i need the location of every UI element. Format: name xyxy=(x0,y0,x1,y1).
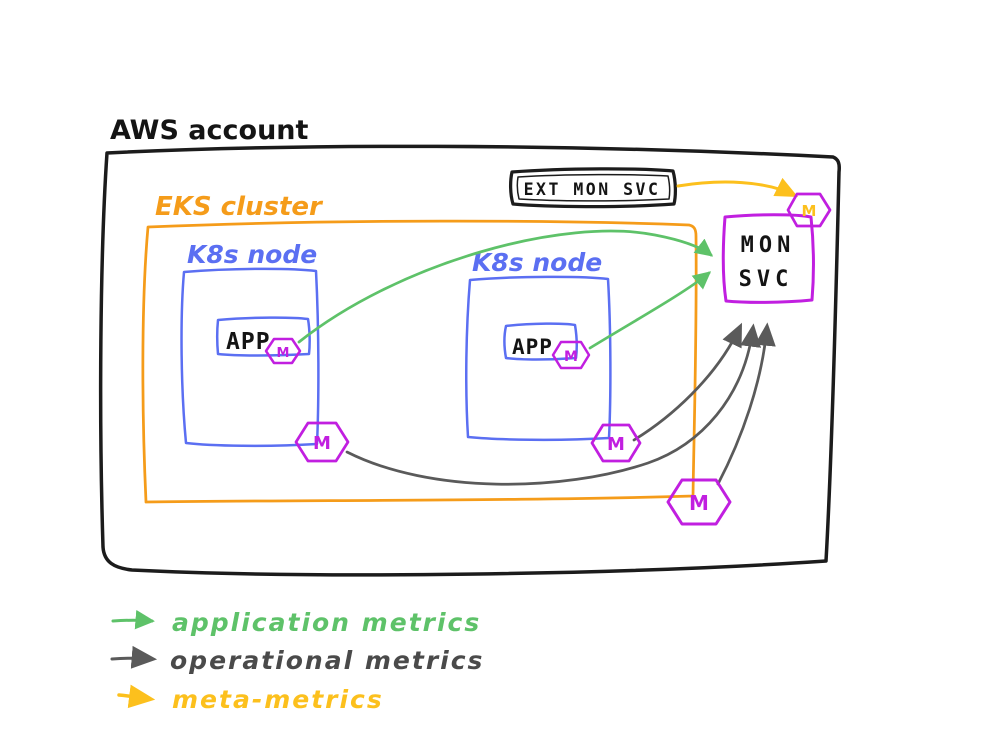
hexagon-icon xyxy=(786,192,832,228)
operational-metrics-arrow-node2 xyxy=(632,322,742,442)
ext-mon-svc-label: EXT MON SVC xyxy=(524,180,661,199)
app-2-label: APP xyxy=(512,335,553,359)
mon-svc-label-line2: SVC xyxy=(739,267,794,292)
legend-operational-metrics-label: operational metrics xyxy=(170,646,484,675)
operational-metrics-arrow-icon xyxy=(110,645,158,669)
app-1-box xyxy=(216,316,311,357)
m-badge-mon-svc: M xyxy=(786,192,832,228)
meta-metrics-arrow xyxy=(676,177,799,198)
m-badge-node-2: M xyxy=(590,423,642,463)
operational-metrics-arrow-node1 xyxy=(345,323,762,486)
hexagon-icon xyxy=(264,337,302,365)
m-badge-node-1: M xyxy=(294,421,350,463)
legend-meta-metrics-label: meta-metrics xyxy=(172,685,384,714)
application-metrics-arrow-icon xyxy=(111,609,155,630)
k8s-node-2-box xyxy=(465,275,612,442)
m-badge-label: M xyxy=(564,349,578,365)
legend: application metrics operational metrics … xyxy=(110,608,484,714)
hexagon-icon xyxy=(590,423,642,463)
application-metrics-arrow-2 xyxy=(588,271,712,350)
meta-metrics-arrow-icon xyxy=(117,684,156,709)
m-badge-label: M xyxy=(689,491,709,515)
app-2-box xyxy=(503,322,578,361)
app-1-label: APP xyxy=(226,329,271,355)
m-badge-label: M xyxy=(607,434,625,455)
legend-item-operational-metrics: operational metrics xyxy=(110,645,484,675)
aws-account-label: AWS account xyxy=(110,115,309,146)
operational-metrics-arrow-eks xyxy=(716,322,776,486)
k8s-node-1-label: K8s node xyxy=(187,240,317,269)
ext-mon-svc-box xyxy=(509,167,677,209)
hexagon-icon xyxy=(551,340,591,370)
hexagon-icon xyxy=(666,478,732,526)
m-badge-eks-corner: M xyxy=(666,478,732,526)
legend-item-meta-metrics: meta-metrics xyxy=(117,684,384,714)
eks-cluster-label: EKS cluster xyxy=(155,192,324,222)
legend-item-application-metrics: application metrics xyxy=(111,608,481,637)
ext-mon-svc-box-inner-line xyxy=(516,173,671,202)
k8s-node-1-box xyxy=(180,267,320,448)
mon-svc-label-line1: MON xyxy=(741,233,796,258)
aws-account-box xyxy=(98,144,841,577)
k8s-node-2-label: K8s node xyxy=(472,248,602,277)
m-badge-app-1: M xyxy=(264,337,302,365)
m-badge-label: M xyxy=(802,202,817,220)
m-badge-app-2: M xyxy=(551,340,591,370)
hexagon-icon xyxy=(294,421,350,463)
m-badge-label: M xyxy=(313,433,331,454)
m-badge-label: M xyxy=(277,346,290,361)
application-metrics-arrow-1 xyxy=(297,229,714,344)
eks-cluster-box xyxy=(141,219,698,504)
legend-application-metrics-label: application metrics xyxy=(172,608,481,637)
